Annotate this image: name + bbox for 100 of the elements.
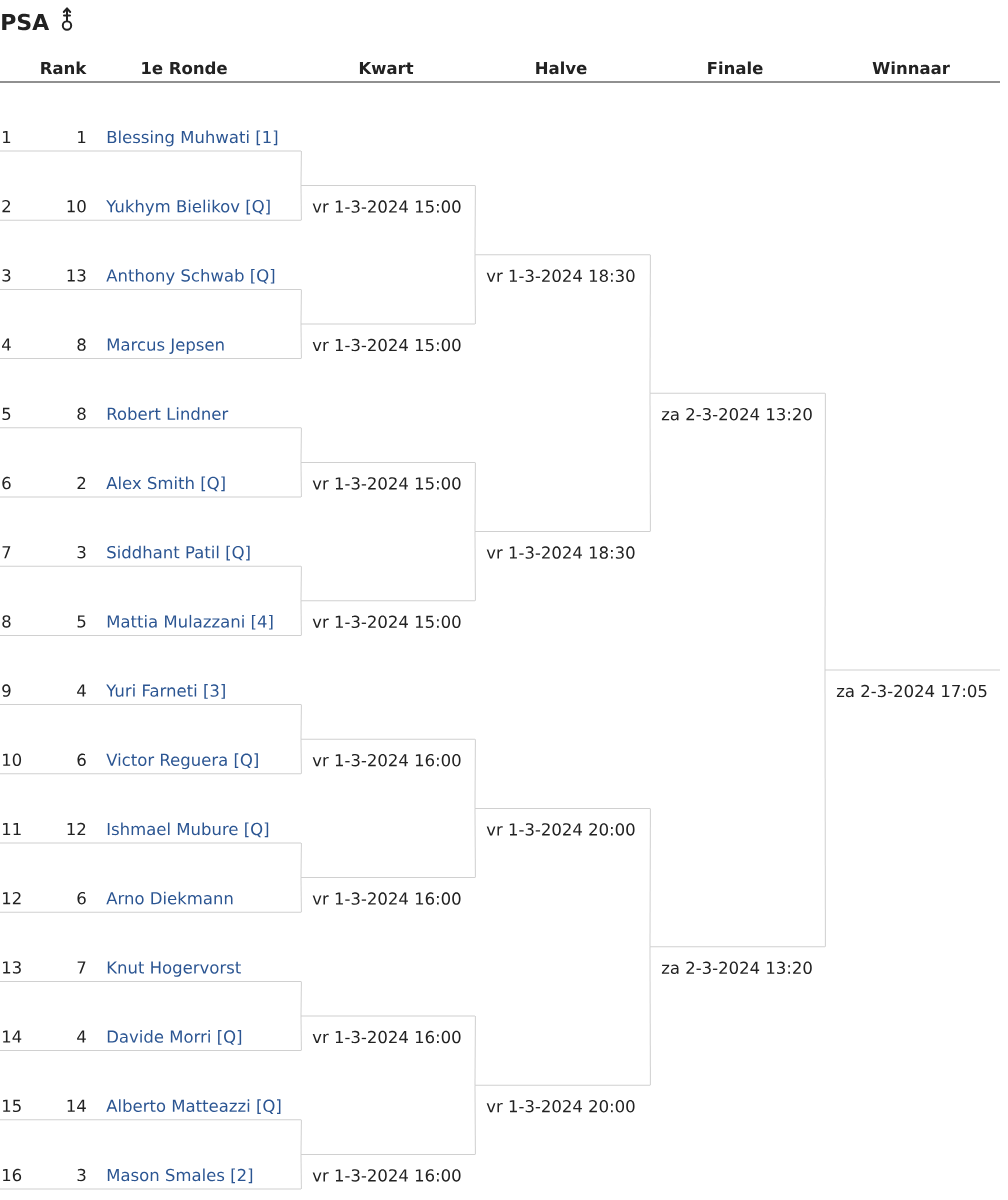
- bracket-connector: [300, 1119, 302, 1155]
- match-time: za 2-3-2024 13:20: [661, 407, 812, 421]
- bracket-connector: [300, 877, 302, 913]
- player-name: Yuri Farneti [3]: [106, 684, 225, 699]
- bracket-connector: [300, 288, 302, 325]
- seed-number: 10: [3, 753, 22, 767]
- match-time: vr 1-3-2024 16:00: [312, 892, 461, 905]
- bracket-connector: [300, 738, 302, 775]
- seed-number: 13: [3, 961, 21, 974]
- match-time: vr 1-3-2024 15:00: [312, 200, 461, 213]
- seed-number: 7: [2, 546, 11, 559]
- bracket-connector: [300, 980, 302, 1017]
- player-name: Knut Hogervorst: [107, 961, 241, 977]
- player-name: Alberto Matteazzi [Q]: [106, 1099, 281, 1114]
- bracket-connector: [649, 946, 651, 1086]
- seed-number: 14: [3, 1030, 22, 1043]
- column-header: Winnaar: [872, 61, 950, 75]
- rank-number: 4: [77, 684, 86, 697]
- bracket-connector: [300, 1015, 302, 1052]
- rank-number: 12: [67, 822, 86, 835]
- match-time: vr 1-3-2024 16:00: [312, 1169, 461, 1182]
- player-name: Victor Reguera [Q]: [106, 753, 258, 770]
- seed-number: 9: [2, 684, 11, 697]
- match-time: vr 1-3-2024 20:00: [486, 1099, 635, 1113]
- bracket-connector: [300, 600, 302, 636]
- player-name: Ishmael Mubure [Q]: [107, 822, 269, 838]
- match-time: za 2-3-2024 13:20: [661, 961, 812, 975]
- bracket-connector: [300, 565, 302, 602]
- bracket-connector: [474, 185, 476, 256]
- rank-number: 6: [77, 753, 86, 767]
- player-name: Yukhym Bielikov [Q]: [106, 199, 270, 216]
- bracket-connector: [474, 461, 476, 533]
- seed-number: 5: [2, 407, 11, 421]
- bracket-connector: [474, 807, 476, 879]
- player-name: Robert Lindner: [107, 407, 229, 421]
- player-name: Alex Smith [Q]: [106, 476, 225, 492]
- rank-number: 4: [77, 1030, 86, 1043]
- seed-number: 8: [2, 615, 11, 628]
- player-name: Blessing Muhwati [1]: [107, 130, 278, 147]
- rank-number: 8: [77, 338, 86, 351]
- seed-number: 12: [3, 891, 21, 905]
- rank-number: 3: [77, 1168, 86, 1182]
- bracket-connector: [649, 392, 651, 533]
- title: PSA: [2, 13, 50, 31]
- player-name: Marcus Jepsen: [107, 338, 224, 355]
- match-time: vr 1-3-2024 18:30: [486, 269, 635, 283]
- player-name: Arno Diekmann: [106, 891, 233, 905]
- bracket-connector: [300, 704, 302, 740]
- bracket-connector: [300, 842, 302, 879]
- bracket-connector: [300, 185, 302, 221]
- player-name: Davide Morri [Q]: [107, 1030, 242, 1045]
- rank-number: 14: [67, 1099, 86, 1112]
- rank-number: 13: [67, 269, 86, 282]
- rank-number: 5: [77, 615, 86, 628]
- rank-number: 3: [77, 545, 86, 559]
- seed-number: 3: [2, 269, 11, 282]
- player-name: Siddhant Patil [Q]: [107, 545, 250, 561]
- match-time: vr 1-3-2024 20:00: [486, 823, 635, 836]
- seed-number: 15: [3, 1099, 21, 1113]
- bracket-connector: [474, 531, 476, 602]
- bracket-connector: [474, 1084, 476, 1155]
- bracket-connector: [300, 427, 302, 463]
- seed-number: 11: [3, 823, 21, 835]
- player-name: Mason Smales [2]: [107, 1168, 253, 1184]
- bracket-connector: [824, 669, 826, 948]
- seed-number: 2: [2, 199, 11, 213]
- match-time: vr 1-3-2024 18:30: [486, 546, 635, 559]
- bracket-connector: [474, 738, 476, 809]
- bracket-connector: [474, 1015, 476, 1086]
- bracket-connector: [300, 150, 302, 187]
- seed-number: 16: [3, 1168, 22, 1182]
- rank-number: 8: [77, 407, 86, 421]
- bracket-connector: [474, 254, 476, 325]
- seed-number: 6: [2, 476, 11, 490]
- player-name: Anthony Schwab [Q]: [106, 268, 275, 285]
- match-time: vr 1-3-2024 15:00: [312, 338, 461, 352]
- player-name: Mattia Mulazzani [4]: [107, 614, 273, 630]
- column-header: Rank: [41, 61, 87, 75]
- bracket-connector: [300, 461, 302, 498]
- match-time: vr 1-3-2024 16:00: [312, 753, 461, 767]
- seed-number: 4: [2, 338, 11, 351]
- bracket-connector: [649, 807, 651, 948]
- match-time: vr 1-3-2024 15:00: [312, 615, 461, 629]
- rank-number: 2: [77, 476, 86, 489]
- column-header: Halve: [536, 61, 587, 75]
- seed-number: 1: [3, 131, 11, 143]
- match-time: vr 1-3-2024 16:00: [312, 1030, 461, 1044]
- rank-number: 6: [77, 891, 86, 905]
- rank-number: 10: [67, 199, 86, 213]
- rank-number: 1: [78, 131, 86, 143]
- rank-number: 7: [77, 961, 86, 974]
- match-time: vr 1-3-2024 15:00: [312, 477, 461, 490]
- column-header: Finale: [708, 61, 763, 75]
- column-header: 1e Ronde: [142, 61, 227, 75]
- column-header: Kwart: [359, 62, 414, 75]
- bracket-connector: [649, 254, 651, 394]
- bracket-connector: [300, 1153, 302, 1190]
- bracket-connector: [824, 392, 826, 671]
- bracket-connector: [300, 323, 302, 360]
- match-time: za 2-3-2024 17:05: [836, 684, 987, 698]
